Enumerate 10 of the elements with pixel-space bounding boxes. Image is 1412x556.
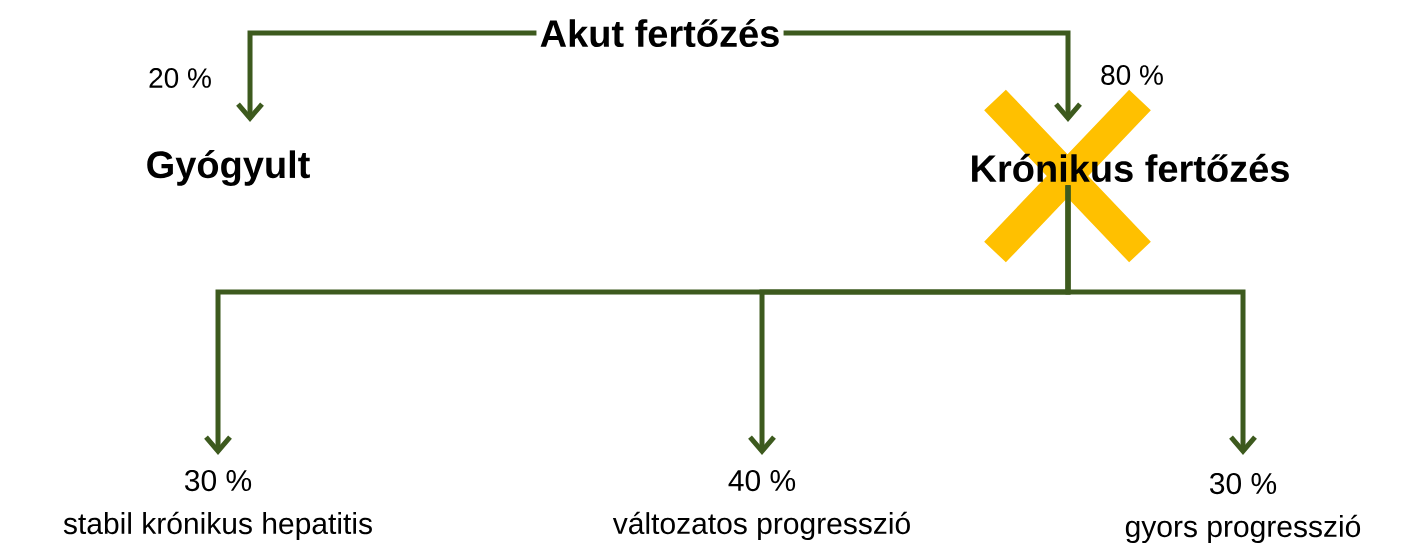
outcome-text: 30 % stabil krónikus hepatitis [63, 469, 372, 541]
outcome-text: 30 % gyors progresszió [1125, 472, 1361, 544]
arrow [783, 30, 1082, 122]
edge-label: 80 % [1098, 63, 1166, 87]
heading-text: Gyógyult [147, 150, 310, 186]
heading-text: Akut fertőzés [540, 18, 779, 48]
arrow [236, 30, 537, 122]
arrow [1065, 185, 1257, 455]
outcome-text: 40 % változatos progresszió [612, 469, 910, 541]
edge-label: 20 % [146, 66, 214, 90]
